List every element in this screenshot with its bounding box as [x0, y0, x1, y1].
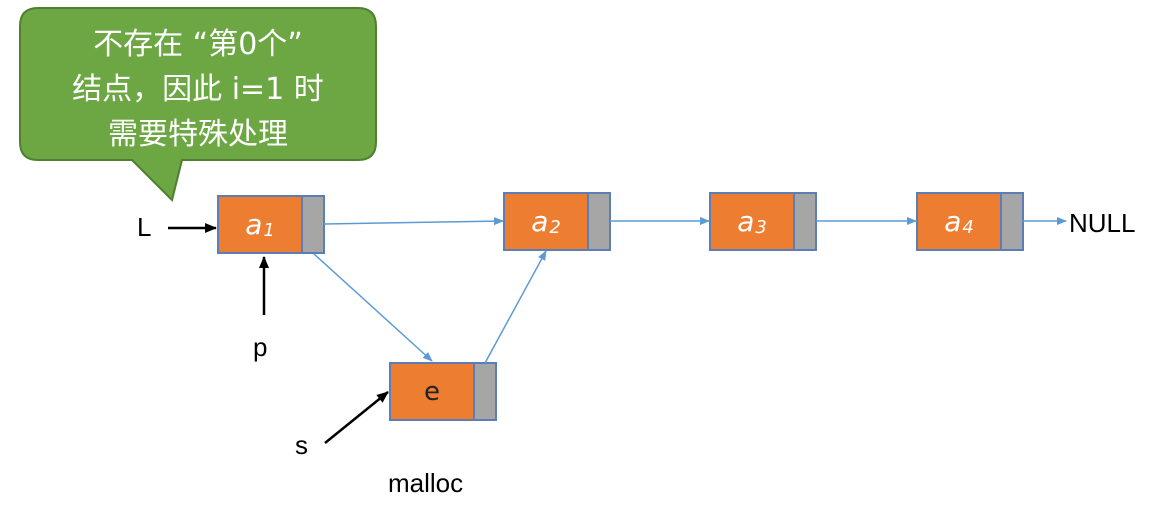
node-a3-label-base: a: [737, 205, 755, 238]
node-a4-data-cell: [916, 192, 1002, 251]
link-a1-to-a2: [323, 217, 504, 226]
node-a2-label-sub: 2: [549, 217, 561, 238]
null-label: NULL: [1069, 208, 1136, 238]
node-a1: [217, 195, 325, 254]
link-e-to-a2: [484, 250, 547, 364]
node-a3-data-cell: [709, 192, 795, 251]
node-a1-next-cell: [301, 195, 325, 254]
node-a3: [709, 192, 817, 251]
link-a1-to-e: [313, 253, 433, 362]
callout-text: 不存在 “第0个” 结点，因此 i=1 时 需要特殊处理: [38, 22, 358, 157]
callout-line-2: 结点，因此 i=1 时: [72, 72, 324, 107]
pointer-arrow-s: [324, 391, 389, 444]
node-a1-label-base: a: [245, 208, 263, 241]
node-e-label-base: e: [424, 376, 440, 407]
node-a4-next-cell: [1000, 192, 1024, 251]
callout-bubble: [19, 7, 377, 202]
pointer-label-L: L: [137, 212, 152, 242]
node-e-label: e: [390, 363, 474, 420]
malloc-caption: malloc: [388, 468, 464, 498]
pointer-label-p: p: [253, 332, 268, 362]
node-a2-next-cell: [587, 192, 611, 251]
node-a4: [916, 192, 1024, 251]
node-a1-label-sub: 1: [263, 220, 275, 241]
node-a4-label-base: a: [944, 205, 962, 238]
node-a2: [503, 192, 611, 251]
node-e-data-cell: [389, 362, 475, 421]
node-a3-next-cell: [793, 192, 817, 251]
node-a4-label-sub: 4: [962, 217, 974, 238]
pointer-label-s: s: [295, 430, 308, 460]
node-a3-label-sub: 3: [755, 217, 767, 238]
node-a2-label-base: a: [531, 205, 549, 238]
node-e-next-cell: [473, 362, 497, 421]
callout-line-3: 需要特殊处理: [108, 117, 288, 152]
callout-line-1: 不存在 “第0个”: [93, 27, 303, 62]
